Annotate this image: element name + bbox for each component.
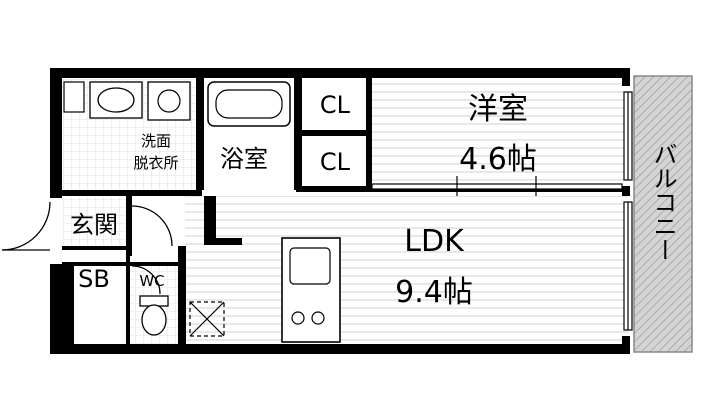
washbasin-icon (89, 81, 143, 119)
refrigerator-space-icon (189, 301, 225, 337)
balcony (633, 75, 693, 353)
entrance-label: 玄関 (70, 211, 118, 239)
bathtub-icon (207, 81, 291, 127)
bathroom-label: 浴室 (220, 145, 268, 173)
shelf-icon (63, 81, 85, 113)
toilet-icon (139, 295, 169, 336)
shoe-box-label: SB (78, 265, 110, 293)
western-room-label: 洋室 (468, 92, 528, 127)
closet-top (304, 80, 366, 128)
western-room-size: 4.6帖 (459, 142, 537, 177)
washroom-label-line2: 脱衣所 (133, 154, 178, 172)
washroom-label-line1: 洗面 (141, 132, 171, 150)
closet-bottom (304, 138, 366, 184)
closet-bottom-label: CL (320, 148, 351, 176)
entrance-door (1, 201, 173, 295)
washing-machine-icon (147, 81, 191, 121)
windows (371, 91, 633, 331)
closet-top-label: CL (320, 91, 351, 119)
kitchen-counter (281, 237, 341, 343)
ldk-size: 9.4帖 (395, 275, 473, 310)
balcony-label: バルコニー (649, 142, 677, 262)
ldk-label: LDK (404, 224, 465, 259)
toilet-label: WC (139, 272, 164, 290)
